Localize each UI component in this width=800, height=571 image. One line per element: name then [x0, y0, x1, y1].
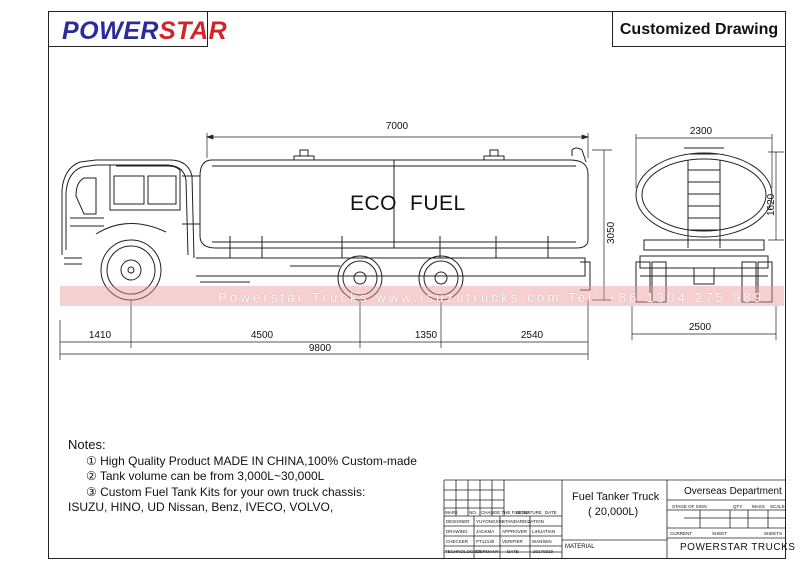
dim-overall-width: 2500 [688, 322, 712, 333]
dim-rear-overhang: 2540 [520, 330, 544, 341]
department-name: Overseas Department [684, 486, 782, 497]
grid-cell: JACKMA [476, 529, 495, 534]
side-dimensions [59, 133, 612, 360]
material-label: MATERIAL [565, 544, 595, 550]
grid-cell: TECHNOLOGIST [445, 549, 481, 554]
watermark-text: Powerstar Trucks www.isuzutrucks.com Tel… [218, 290, 765, 305]
grid-header-signature: SIGNATURE [516, 510, 542, 515]
company-name: POWERSTAR TRUCKS [680, 542, 796, 553]
note-item: ② Tank volume can be from 3,000L~30,000L [86, 469, 325, 484]
grid-cell: DRAWING [446, 529, 468, 534]
grid-header-no: NO. [469, 510, 478, 515]
logo-box [48, 11, 208, 47]
dim-wheelbase: 4500 [250, 330, 274, 341]
dim-overall-length: 9800 [308, 343, 332, 354]
grid-cell: YUYONGXIN [476, 519, 504, 524]
grid-sheet: SHEET [712, 531, 728, 536]
grid-cell: DATE [507, 549, 519, 554]
grid-cell: GERMANY [476, 549, 499, 554]
grid-header-stage: STAGE OF SIGN [672, 504, 707, 509]
grid-cell: PT12130 [476, 539, 495, 544]
grid-header-qty: QTY [733, 504, 743, 509]
notes-heading: Notes: [68, 437, 106, 452]
grid-header-mark: MARK [445, 510, 459, 515]
title-block-lines [443, 479, 786, 559]
truck-cab [61, 159, 201, 265]
note-item: ① High Quality Product MADE IN CHINA,100… [86, 454, 417, 469]
tank-label-eco: ECO [350, 192, 398, 215]
dim-overall-height: 3050 [606, 221, 617, 244]
dim-tank-width: 2300 [689, 126, 713, 137]
grid-header-date: DATE [545, 510, 557, 515]
grid-cell: LIHUATIAN [532, 529, 556, 534]
product-name: Fuel Tanker Truck [572, 491, 660, 503]
grid-header-scale: SCALE [770, 504, 785, 509]
highlight-band [60, 286, 784, 306]
note-item: ISUZU, HINO, UD Nissan, Benz, IVECO, VOL… [68, 499, 334, 514]
grid-sheets: SHEETS [764, 531, 783, 536]
grid-cell: DESIGNER [446, 519, 470, 524]
tank-label-fuel: FUEL [410, 192, 466, 215]
title-box [612, 11, 786, 47]
dim-tank-length: 7000 [385, 121, 409, 132]
drawing-frame [48, 11, 786, 559]
grid-cell: APPROVER [502, 529, 528, 534]
grid-cell: 20170319 [533, 549, 554, 554]
tank-body [199, 147, 589, 258]
grid-cell: CHECKER [446, 539, 469, 544]
dim-tank-height: 1620 [766, 193, 777, 216]
note-item: ③ Custom Fuel Tank Kits for your own tru… [86, 484, 366, 499]
grid-header-mass: MASS [752, 504, 765, 509]
drawing-title: Customized Drawing [619, 21, 779, 38]
rear-view [635, 147, 773, 303]
powerstar-logo: POWERSTAR [62, 17, 228, 45]
grid-cell: WANSEN [532, 539, 552, 544]
grid-cell: STANDARDIZATION [502, 519, 544, 524]
grid-header-change: CHANGE THE FILE NO. [481, 510, 531, 515]
rear-dimensions [631, 134, 784, 340]
grid-cell: VERIFIER [502, 539, 523, 544]
dim-front-overhang: 1410 [88, 330, 112, 341]
chassis-frame [196, 257, 586, 277]
grid-current: CURRENT [670, 531, 692, 536]
notes-section: Notes: ① High Quality Product MADE IN CH… [68, 437, 417, 515]
dim-axle-spacing: 1350 [414, 330, 438, 341]
product-capacity: ( 20,000L) [588, 506, 639, 518]
